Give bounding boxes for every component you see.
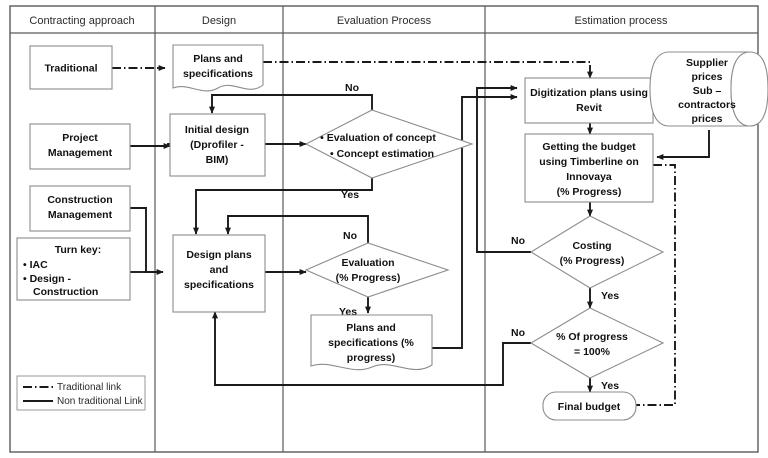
node-traditional-label: Traditional — [44, 63, 97, 75]
node-evaluation-concept-line2: • Concept estimation — [330, 148, 434, 160]
node-construction-management-line1: Construction — [47, 194, 112, 206]
edge-concept-yes — [193, 178, 373, 235]
node-costing[interactable]: Costing (% Progress) — [529, 215, 665, 289]
legend: Traditional link Non traditional Link — [16, 375, 146, 411]
node-turn-key-bullet1: • IAC — [23, 259, 48, 271]
node-costing-line1: Costing — [572, 240, 611, 252]
node-plans-progress[interactable]: Plans and specifications (% progress) — [310, 314, 433, 371]
node-project-management-line2: Management — [48, 147, 113, 159]
node-initial-design[interactable]: Initial design (Dprofiler - BIM) — [169, 113, 266, 177]
edge-label-costing-no: No — [511, 235, 525, 247]
node-turn-key-bullet2: • Design - — [23, 273, 72, 285]
node-turn-key-bullet3: Construction — [33, 286, 98, 298]
node-supplier-line1: Supplier — [686, 57, 728, 69]
edge-cm-to-design-plans — [130, 207, 164, 275]
node-percent-progress-line1: % Of progress — [556, 331, 628, 343]
node-plans-and-specifications[interactable]: Plans and specifications — [172, 44, 264, 92]
column-header-evaluation: Evaluation Process — [337, 15, 432, 27]
node-plans-progress-line2: specifications (% — [328, 337, 414, 349]
node-supplier-line5: prices — [692, 113, 723, 125]
node-digitization-line2: Revit — [576, 102, 602, 114]
node-plans-progress-line3: progress) — [347, 352, 395, 364]
node-initial-design-line2: (Dprofiler - — [190, 139, 244, 151]
node-costing-line2: (% Progress) — [560, 255, 625, 267]
column-header-estimation: Estimation process — [575, 15, 668, 27]
node-turn-key[interactable]: Turn key: • IAC • Design - Construction — [16, 237, 131, 301]
column-header-contracting: Contracting approach — [29, 15, 134, 27]
node-digitization[interactable]: Digitization plans using Revit — [524, 77, 654, 124]
node-design-plans-line2: and — [210, 264, 229, 276]
edge-plans-to-digitization — [263, 61, 593, 79]
node-plans-line2: specifications — [183, 68, 253, 80]
node-traditional[interactable]: Traditional — [29, 45, 113, 90]
node-design-plans-line1: Design plans — [186, 249, 252, 261]
node-construction-management-line2: Management — [48, 209, 113, 221]
node-supplier-line4: contractors — [678, 99, 736, 111]
node-getting-budget-line4: (% Progress) — [557, 186, 622, 198]
node-evaluation-progress-line2: (% Progress) — [336, 272, 401, 284]
node-supplier-line2: prices — [692, 71, 723, 83]
node-getting-budget-line3: Innovaya — [566, 171, 612, 183]
edge-label-concept-no: No — [345, 82, 359, 94]
node-digitization-line1: Digitization plans using — [530, 87, 648, 99]
edge-evaluation-no — [225, 215, 369, 243]
node-getting-budget-line1: Getting the budget — [542, 141, 636, 153]
edge-label-costing-yes: Yes — [601, 290, 619, 302]
node-supplier-line3: Sub – — [693, 85, 722, 97]
swimlane-frame — [9, 5, 759, 453]
node-turn-key-title: Turn key: — [55, 244, 101, 256]
node-plans-line1: Plans and — [193, 53, 243, 65]
legend-traditional-label: Traditional link — [57, 382, 122, 393]
edge-budget-to-final — [621, 164, 676, 408]
node-construction-management[interactable]: Construction Management — [29, 185, 131, 232]
edge-concept-no — [209, 94, 373, 114]
edge-costing-no — [476, 85, 531, 253]
edge-percent-no — [212, 311, 531, 386]
edge-label-percent-no: No — [511, 327, 525, 339]
node-getting-budget[interactable]: Getting the budget using Timberline on I… — [524, 133, 654, 203]
node-final-budget-label: Final budget — [558, 401, 621, 413]
node-evaluation-progress[interactable]: Evaluation (% Progress) — [304, 242, 450, 298]
connectors — [112, 61, 710, 408]
node-project-management[interactable]: Project Management — [29, 123, 131, 170]
edge-supplier-to-budget — [656, 130, 710, 160]
edge-label-percent-yes: Yes — [601, 380, 619, 392]
node-percent-progress-line2: = 100% — [574, 346, 611, 358]
node-project-management-line1: Project — [62, 132, 98, 144]
node-evaluation-concept[interactable]: • Evaluation of concept • Concept estima… — [304, 109, 474, 179]
node-evaluation-progress-line1: Evaluation — [341, 257, 394, 269]
edge-label-concept-yes: Yes — [341, 189, 359, 201]
node-getting-budget-line2: using Timberline on — [539, 156, 639, 168]
node-plans-progress-line1: Plans and — [346, 322, 396, 334]
node-initial-design-line1: Initial design — [185, 124, 249, 136]
node-design-plans[interactable]: Design plans and specifications — [172, 234, 266, 313]
edge-label-evaluation-no: No — [343, 230, 357, 242]
column-header-design: Design — [202, 15, 236, 27]
node-evaluation-concept-line1: • Evaluation of concept — [320, 132, 436, 144]
node-final-budget[interactable]: Final budget — [542, 391, 637, 421]
node-design-plans-line3: specifications — [184, 279, 254, 291]
node-percent-progress[interactable]: % Of progress = 100% — [529, 307, 665, 379]
legend-non-traditional-label: Non traditional Link — [57, 396, 144, 407]
node-initial-design-line3: BIM) — [206, 154, 229, 166]
edge-plansprogress-to-digitization — [432, 94, 518, 349]
node-supplier-prices[interactable]: Supplier prices Sub – contractors prices — [649, 51, 768, 127]
